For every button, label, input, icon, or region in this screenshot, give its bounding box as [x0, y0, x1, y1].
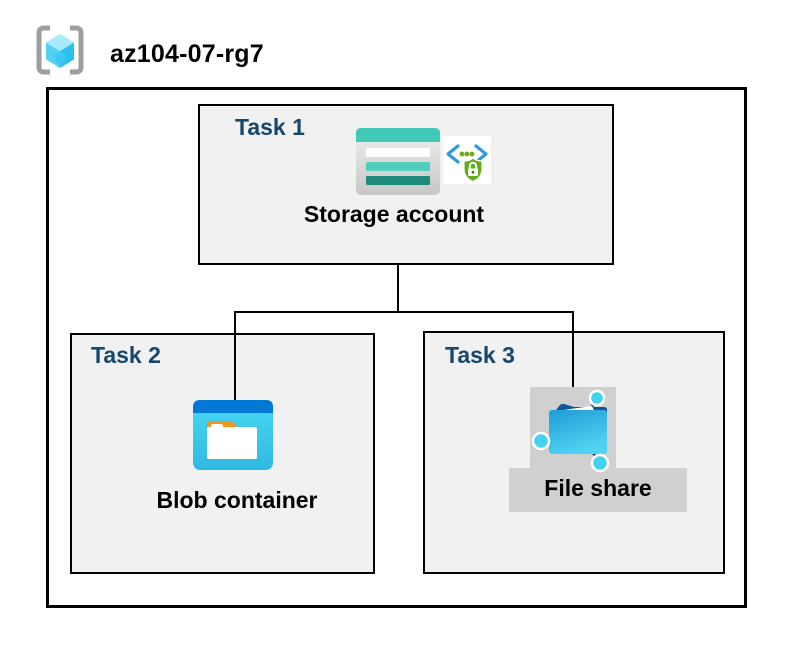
- storage-account-caption: Storage account: [303, 201, 485, 227]
- blob-container-caption: Blob container: [156, 487, 318, 513]
- connector-to-fileshare: [572, 311, 574, 389]
- fileshare-label-highlight: [509, 468, 687, 512]
- task2-label: Task 2: [91, 342, 161, 368]
- connector-storage-stem: [397, 264, 399, 313]
- task3-label: Task 3: [445, 342, 515, 368]
- file-share-icon: [532, 389, 610, 473]
- blob-container-icon: [193, 400, 273, 470]
- connector-branch: [234, 311, 574, 313]
- resource-group-icon: [36, 25, 84, 75]
- file-share-caption: File share: [544, 475, 652, 501]
- connector-to-blob: [234, 311, 236, 402]
- task1-label: Task 1: [235, 114, 305, 140]
- storage-account-icon: [356, 128, 440, 195]
- resource-group-name: az104-07-rg7: [110, 40, 264, 68]
- task2-box: Task 2: [70, 333, 375, 574]
- endpoint-security-icon: [443, 136, 491, 184]
